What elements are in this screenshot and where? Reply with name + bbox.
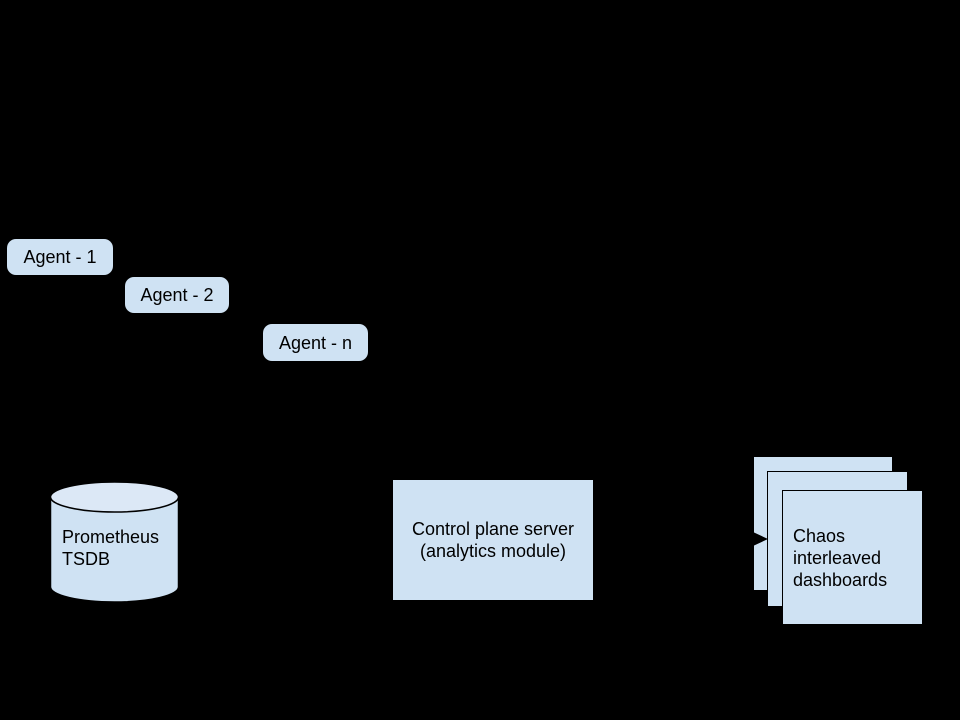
agent-node-n: Agent - n — [263, 324, 368, 361]
dashboard-card-front: Chaos interleaved dashboards — [782, 490, 923, 625]
database-cylinder-icon — [49, 481, 180, 603]
agent-node-2: Agent - 2 — [125, 277, 229, 313]
dashboards-label-line1: Chaos — [793, 525, 846, 546]
agent-node-1: Agent - 1 — [7, 239, 113, 275]
prometheus-tsdb-node-label: Prometheus TSDB — [62, 526, 159, 570]
control-plane-label-line1: Control plane server — [411, 519, 575, 539]
dashboards-label: Chaos interleaved dashboards — [793, 525, 887, 591]
prometheus-label-line1: Prometheus — [62, 527, 160, 547]
cylinder-body — [49, 497, 180, 603]
agent-node-1-label: Agent - 1 — [23, 247, 97, 267]
dashboards-label-line3: dashboards — [793, 569, 888, 590]
control-plane-server-node: Control plane server (analytics module) — [393, 480, 593, 600]
control-plane-label-line2: (analytics module) — [419, 541, 567, 561]
agent-node-2-label: Agent - 2 — [140, 285, 214, 305]
dashboards-label-line2: interleaved — [793, 547, 882, 568]
cylinder-top — [49, 481, 180, 513]
prometheus-label-line2: TSDB — [62, 549, 111, 569]
agent-node-n-label: Agent - n — [278, 332, 353, 353]
